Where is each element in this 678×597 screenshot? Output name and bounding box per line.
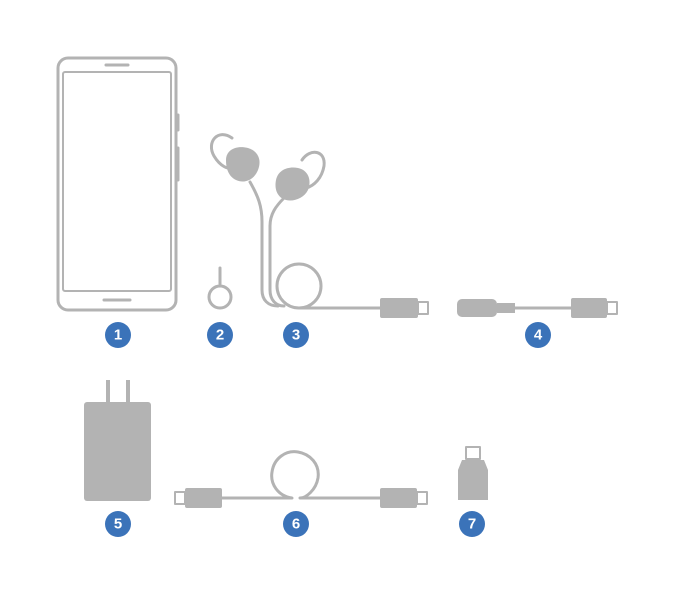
badge-6-number: 6 bbox=[292, 516, 300, 533]
power-adapter-illustration bbox=[84, 380, 151, 501]
earbuds-illustration bbox=[209, 133, 429, 318]
badge-4: 4 bbox=[525, 322, 551, 348]
badge-6: 6 bbox=[283, 511, 309, 537]
badge-1-number: 1 bbox=[114, 327, 122, 344]
usb-c-cable-illustration bbox=[174, 450, 428, 508]
badge-7: 7 bbox=[459, 511, 485, 537]
badge-2: 2 bbox=[207, 322, 233, 348]
badge-1: 1 bbox=[105, 322, 131, 348]
badge-4-number: 4 bbox=[534, 327, 543, 344]
badge-5: 5 bbox=[105, 511, 131, 537]
badge-2-number: 2 bbox=[216, 327, 224, 344]
badge-3-number: 3 bbox=[292, 327, 300, 344]
quick-switch-adapter-illustration bbox=[458, 446, 488, 500]
badge-5-number: 5 bbox=[114, 516, 122, 533]
phone-illustration bbox=[56, 56, 180, 312]
sim-tool-illustration bbox=[207, 266, 233, 310]
badge-3: 3 bbox=[283, 322, 309, 348]
headphone-adapter-illustration bbox=[457, 298, 618, 318]
badge-7-number: 7 bbox=[468, 516, 476, 533]
